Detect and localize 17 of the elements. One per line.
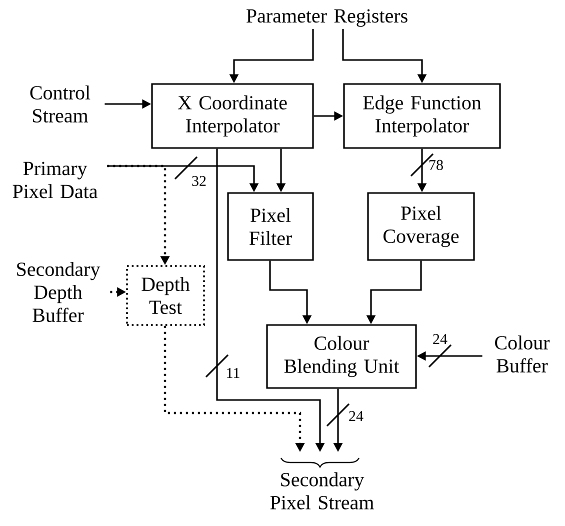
process-box: Depth Test	[126, 265, 205, 326]
process-box: X Coordinate Interpolator	[151, 83, 314, 149]
process-box: Edge Function Interpolator	[343, 83, 501, 149]
label-text: Secondary Depth Buffer	[17, 262, 100, 322]
label-text: Colour Buffer	[495, 335, 550, 373]
edge-label: 24	[433, 334, 448, 344]
label-text: Parameter Registers	[246, 9, 408, 27]
edge-label: 24	[349, 411, 364, 421]
label-text: Primary Pixel Data	[12, 162, 98, 198]
process-box: Pixel Filter	[227, 192, 314, 261]
process-box: Pixel Coverage	[367, 192, 475, 261]
process-box: Colour Blending Unit	[266, 324, 417, 389]
label-text: Control Stream	[30, 85, 90, 123]
edge-label: 78	[430, 160, 443, 170]
output-label: Secondary Pixel Stream	[270, 472, 374, 510]
edge-label: 32	[192, 176, 206, 186]
edge-label: 11	[227, 368, 240, 378]
